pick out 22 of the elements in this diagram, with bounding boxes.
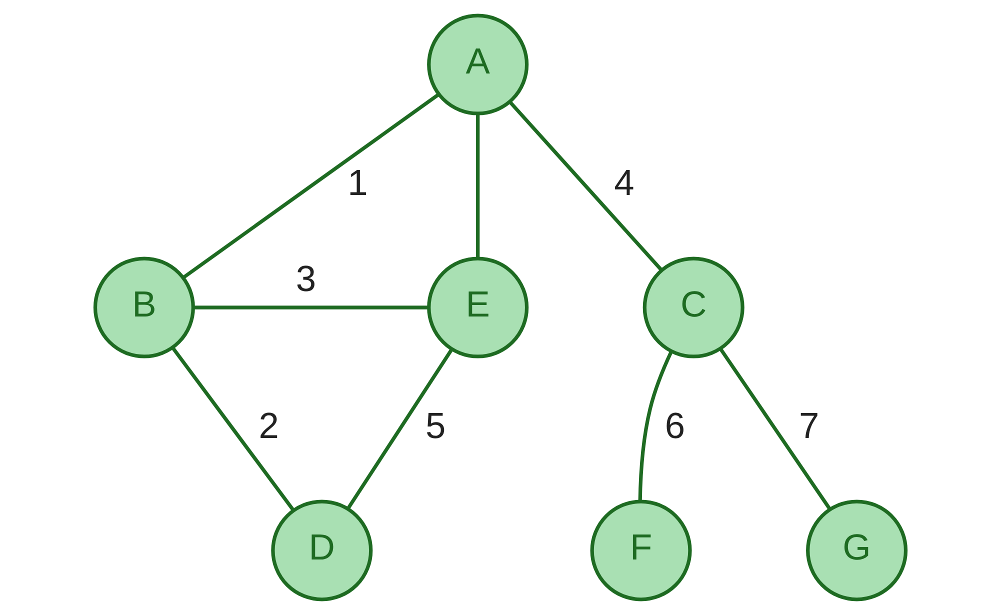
node-circle: G — [806, 500, 908, 602]
node-circle: D — [270, 500, 372, 602]
node-circle: B — [92, 256, 194, 358]
connector — [718, 348, 831, 510]
edge-label: 2 — [258, 405, 278, 446]
node-circle: A — [426, 14, 528, 116]
edge-label: 1 — [347, 162, 368, 204]
node-circle: F — [590, 500, 692, 602]
connector — [192, 306, 428, 310]
node-circle: C — [642, 256, 744, 358]
connector — [638, 350, 673, 502]
connector — [170, 346, 294, 512]
edge-label: 6 — [664, 405, 685, 446]
edge-label: 3 — [295, 258, 316, 300]
edge-label: 7 — [798, 405, 819, 446]
node-circle: E — [426, 256, 528, 358]
edge-label: 5 — [425, 405, 446, 446]
connector — [182, 92, 440, 280]
edge-label: 4 — [614, 162, 634, 204]
connector — [346, 348, 453, 510]
connector — [476, 114, 480, 258]
connector — [508, 100, 662, 271]
